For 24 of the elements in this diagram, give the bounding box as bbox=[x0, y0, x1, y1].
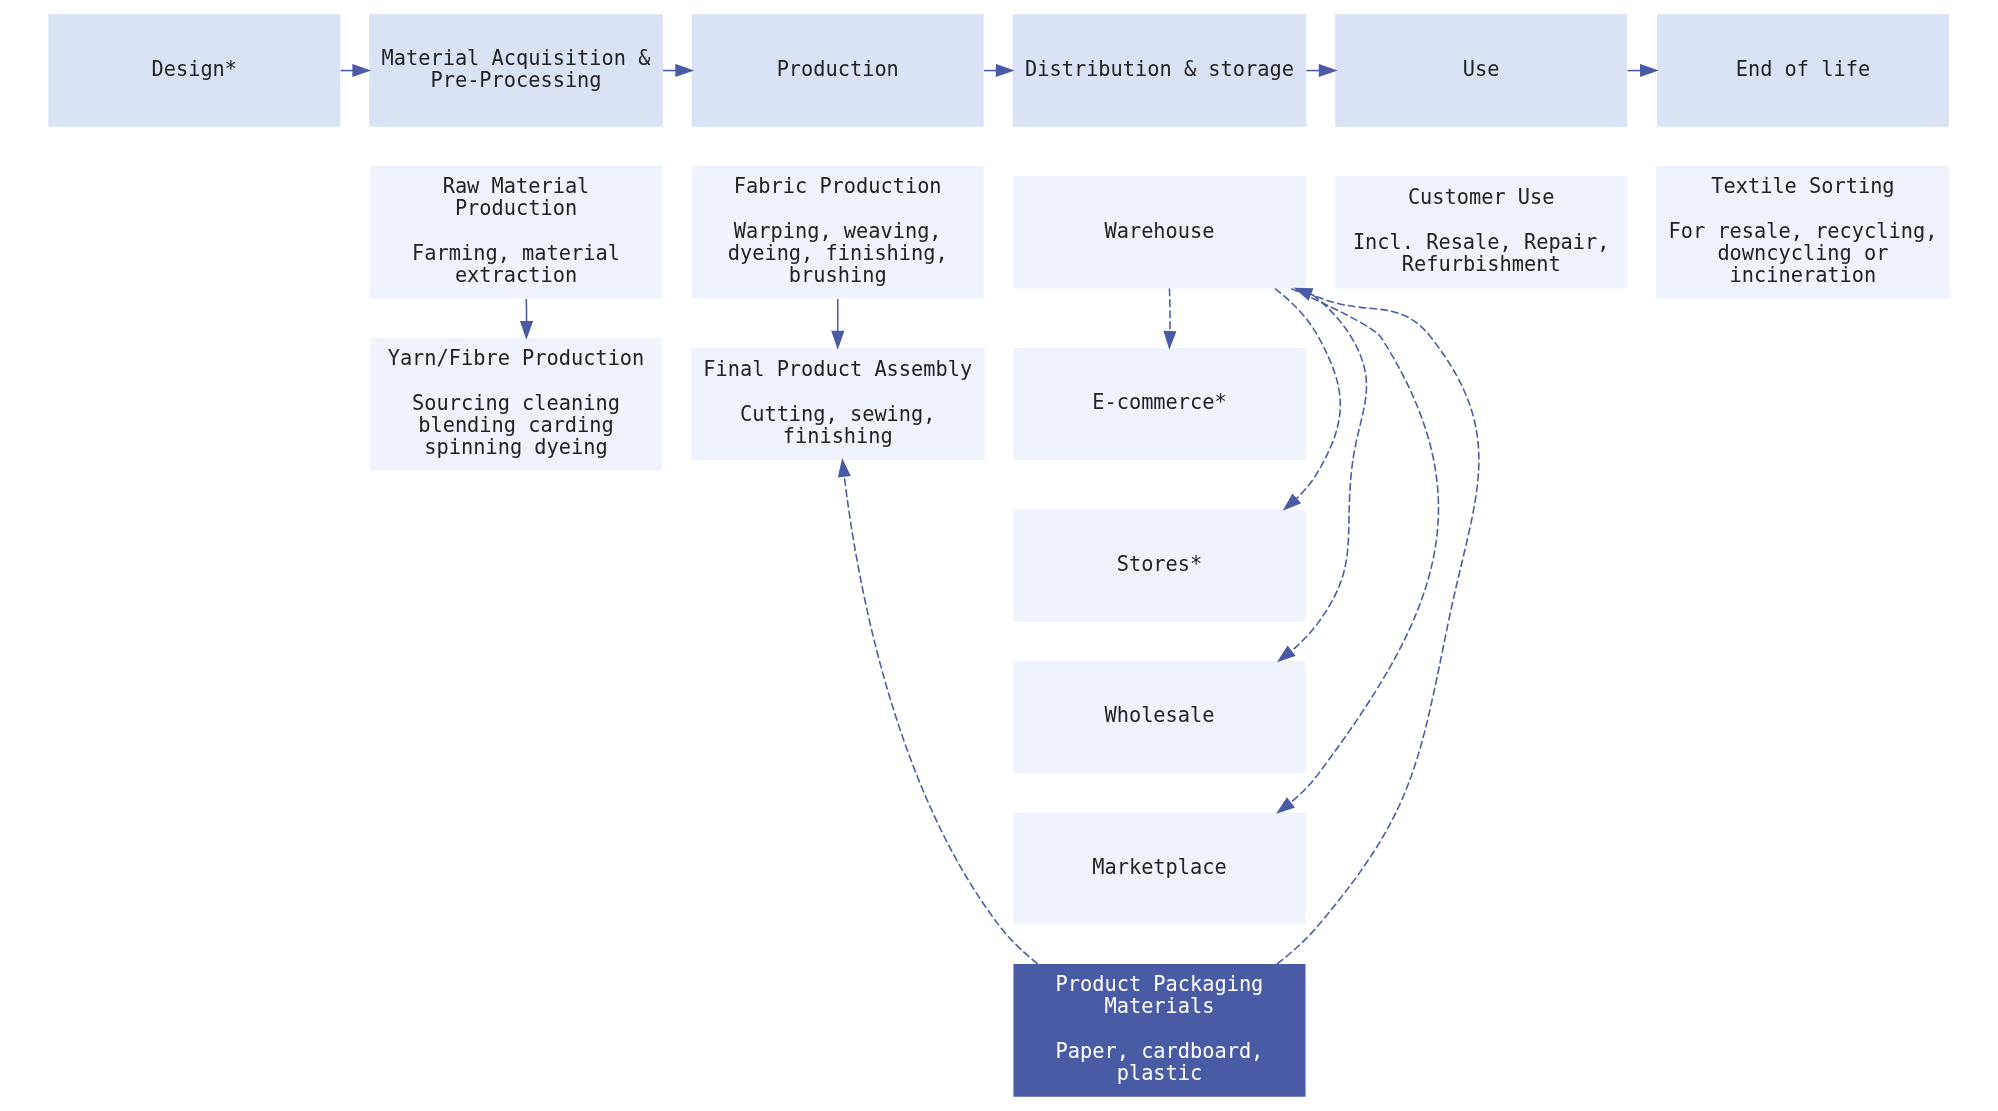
node-box: Material Acquisition & Pre-Processing bbox=[369, 14, 663, 127]
arrow bbox=[1276, 287, 1480, 965]
arrow bbox=[1276, 287, 1368, 663]
node-box: Distribution & storage bbox=[1012, 14, 1307, 127]
node-box: Yarn/Fibre Production Sourcing cleaning blending carding spinning dyeing bbox=[370, 337, 663, 471]
node-box: Use bbox=[1335, 14, 1628, 127]
node-box: Raw Material Production Farming, material extraction bbox=[370, 165, 663, 299]
node-box: Final Product Assembly Cutting, sewing, finishing bbox=[690, 347, 985, 461]
arrow bbox=[520, 298, 534, 340]
node-box: Product Packaging Materials Paper, cardboard, plastic bbox=[1013, 963, 1306, 1097]
arrow bbox=[831, 298, 845, 350]
arrow bbox=[837, 458, 1039, 965]
node-box: Wholesale bbox=[1013, 660, 1306, 774]
node-box: End of life bbox=[1656, 14, 1949, 127]
node-box: Design* bbox=[48, 14, 341, 127]
node-box: E-commerce* bbox=[1013, 347, 1306, 461]
arrow bbox=[1274, 287, 1342, 511]
node-box: Stores* bbox=[1013, 509, 1306, 622]
node-box: Production bbox=[691, 14, 984, 127]
node-box: Warehouse bbox=[1013, 176, 1306, 289]
arrow bbox=[1276, 287, 1439, 814]
node-box: Fabric Production Warping, weaving, dyeing, finishing, brushing bbox=[691, 165, 984, 299]
arrow bbox=[1163, 287, 1177, 350]
node-box: Marketplace bbox=[1013, 812, 1306, 925]
